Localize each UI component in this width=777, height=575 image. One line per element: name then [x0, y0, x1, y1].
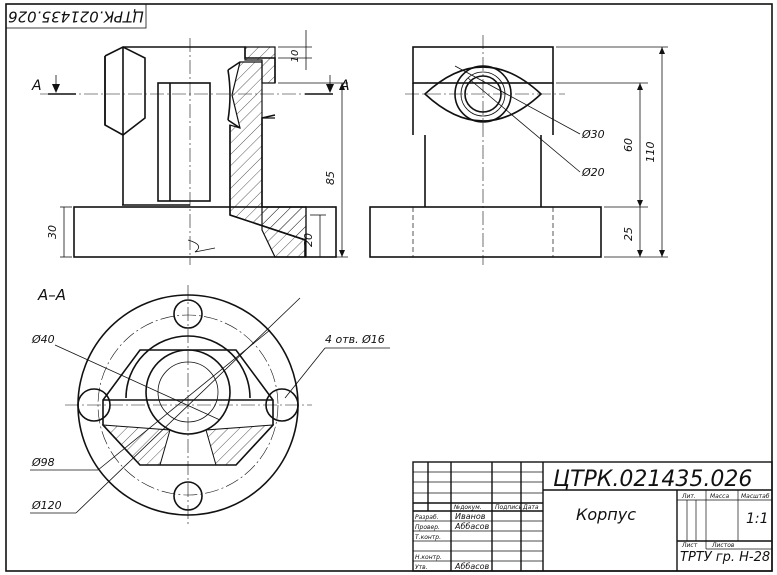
section-view-label: A–A [37, 286, 66, 304]
dim-total-height-side: 110 [644, 142, 657, 163]
dim-base-left: 30 [46, 225, 59, 239]
header-sheets: Листов [711, 542, 735, 549]
title-designation: ЦТРК.021435.026 [553, 467, 752, 492]
dim-bore-diameter: Ø30 [581, 128, 605, 141]
dim-inner-diameter: Ø20 [581, 166, 605, 179]
dim-side-height: 60 [622, 138, 635, 152]
dim-base-right: 20 [302, 233, 315, 247]
header-doc-num: №докум. [453, 504, 482, 511]
role-approved: Утв. [415, 564, 428, 571]
header-scale: Масштаб [741, 493, 770, 500]
dim-base-side: 25 [622, 227, 635, 241]
name-approved: Аббасов [454, 562, 490, 571]
side-view: Ø30 Ø20 60 110 25 [369, 35, 668, 265]
section-mark-left: A [31, 78, 42, 94]
title-block: ЦТРК.021435.026 Корпус 1:1 ТРТУ гр. Н-28… [412, 461, 773, 572]
role-developer: Разраб. [415, 514, 439, 521]
name-checker: Аббасов [454, 522, 490, 531]
sheet-frame [5, 3, 773, 572]
title-group: ТРТУ гр. Н-28 [680, 550, 770, 565]
header-mass: Масса [710, 493, 729, 500]
role-tech-control: Т.контр. [415, 534, 441, 541]
dim-d98: Ø98 [31, 456, 55, 469]
role-checker: Провер. [415, 524, 440, 531]
dim-d40: Ø40 [31, 333, 55, 346]
section-mark-right: A [339, 78, 350, 94]
dim-d120: Ø120 [31, 499, 62, 512]
header-sheet: Лист [681, 542, 698, 549]
dim-holes: 4 отв. Ø16 [325, 333, 385, 346]
title-part-name: Корпус [576, 505, 636, 524]
rotated-stamp-code: ЦТРК.021435.026 [8, 8, 144, 26]
header-lit: Лит. [681, 493, 696, 500]
dim-total-height-front: 85 [324, 171, 337, 185]
section-view: A–A Ø40 4 отв. Ø16 Ø98 Ø120 [30, 285, 390, 525]
dim-top-flange: 10 [290, 50, 301, 63]
header-signature: Подпись [495, 504, 522, 511]
front-view: A A 10 85 30 20 [31, 30, 350, 265]
header-date: Дата [522, 504, 539, 511]
rotated-stamp: ЦТРК.021435.026 [5, 3, 147, 29]
title-scale: 1:1 [746, 511, 769, 527]
name-developer: Иванов [455, 512, 486, 521]
role-norm-control: Н.контр. [415, 554, 442, 561]
